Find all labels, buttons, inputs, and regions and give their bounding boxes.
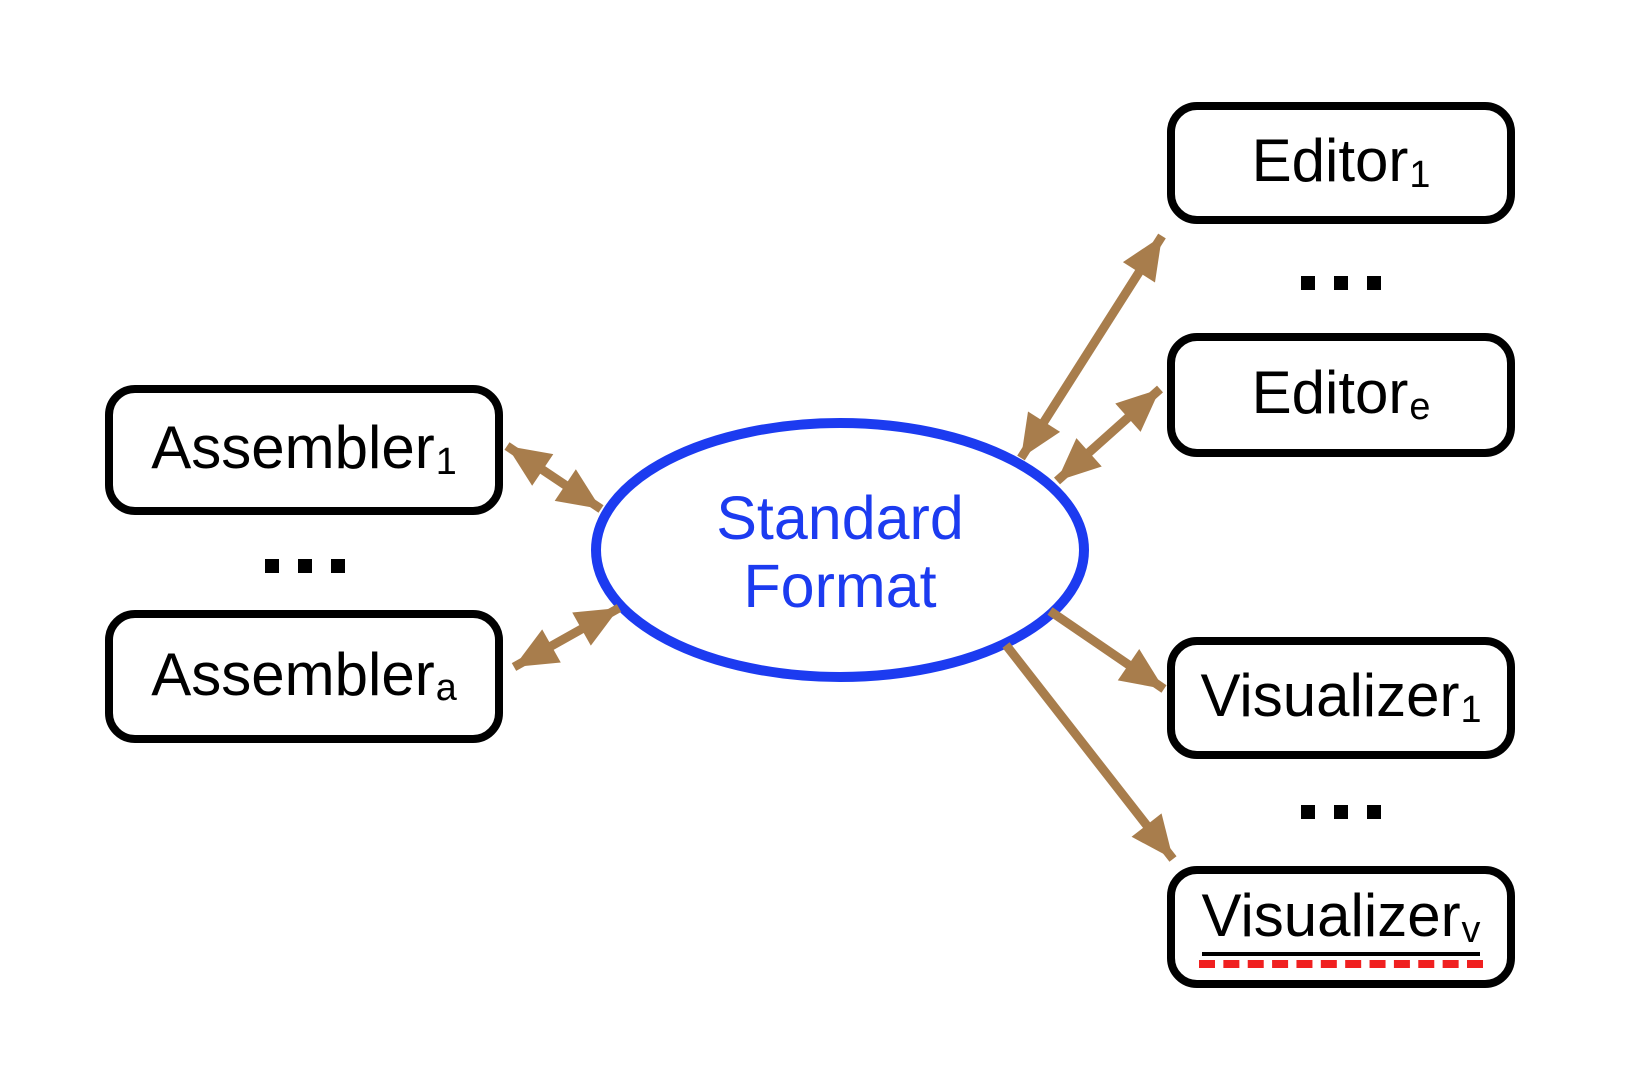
node-assembler-a-base: Assembler	[151, 640, 435, 708]
node-visualizer-1-label: Visualizer1	[1200, 666, 1481, 729]
arrow-editor1-standard-bidirectional	[1017, 233, 1166, 461]
node-assembler-1-base: Assembler	[151, 414, 435, 482]
ellipsis-editors	[1301, 276, 1381, 290]
arrow-assembler1-standard-bidirectional	[504, 442, 604, 513]
node-editor-1-base: Editor	[1251, 127, 1409, 195]
standard-format-label: Standard Format	[590, 484, 1090, 620]
node-editor-1-label: Editor1	[1252, 131, 1431, 194]
node-editor-e: Editore	[1167, 333, 1515, 457]
node-assembler-1: Assembler1	[105, 385, 503, 515]
node-assembler-a-subscript: a	[435, 667, 457, 710]
ellipsis-dot	[298, 559, 312, 573]
standard-format-line2: Format	[743, 552, 937, 620]
node-visualizer-v: Visualizerv	[1167, 866, 1515, 988]
node-assembler-1-label: Assembler1	[151, 418, 456, 481]
ellipsis-dot	[1334, 276, 1348, 290]
node-visualizer-v-subscript: v	[1461, 908, 1481, 951]
ellipsis-dot	[1301, 276, 1315, 290]
ellipsis-dot	[265, 559, 279, 573]
arrow-editore-standard-bidirectional	[1054, 385, 1163, 485]
node-assembler-1-subscript: 1	[435, 440, 457, 483]
node-visualizer-1: Visualizer1	[1167, 637, 1515, 759]
node-editor-1: Editor1	[1167, 102, 1515, 224]
ellipsis-dot	[1367, 276, 1381, 290]
ellipsis-dot	[331, 559, 345, 573]
node-editor-1-subscript: 1	[1409, 153, 1431, 196]
standard-format-line1: Standard	[716, 484, 964, 552]
node-editor-e-base: Editor	[1251, 359, 1409, 427]
ellipsis-visualizers	[1301, 805, 1381, 819]
node-visualizer-v-base: Visualizer	[1201, 882, 1461, 950]
node-editor-e-subscript: e	[1409, 385, 1431, 428]
ellipsis-dot	[1367, 805, 1381, 819]
arrow-standard-visualizerv	[1002, 642, 1177, 862]
node-visualizer-v-label: Visualizerv	[1201, 886, 1481, 956]
arrow-assemblera-standard-bidirectional	[511, 604, 622, 671]
node-assembler-a-label: Assemblera	[151, 644, 457, 710]
ellipsis-dot	[1301, 805, 1315, 819]
node-visualizer-1-subscript: 1	[1460, 688, 1482, 731]
ellipsis-assemblers	[265, 559, 345, 573]
node-editor-e-label: Editore	[1252, 363, 1431, 426]
node-visualizer-1-base: Visualizer	[1200, 662, 1460, 730]
visualizer-v-red-dashed-underline: Visualizerv	[1198, 886, 1484, 968]
node-assembler-a: Assemblera	[105, 610, 503, 743]
ellipsis-dot	[1334, 805, 1348, 819]
arrow-standard-visualizer1	[1047, 607, 1167, 693]
standard-format-ellipse	[591, 418, 1089, 682]
